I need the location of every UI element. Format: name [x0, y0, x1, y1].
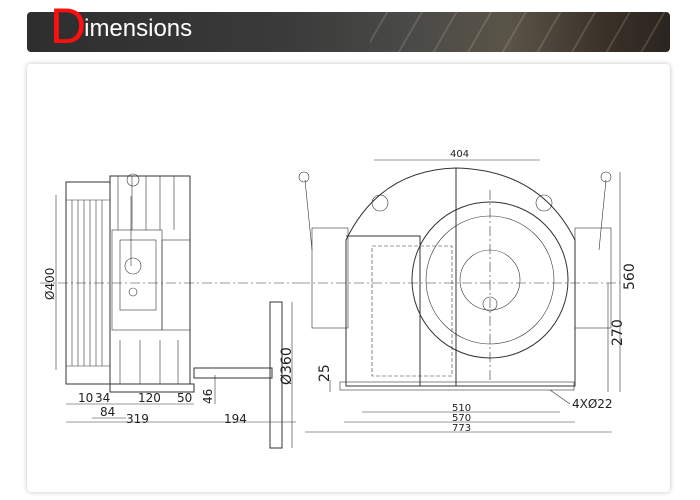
dim-84: 84: [100, 405, 115, 419]
dim-25: 25: [317, 364, 333, 382]
bolt-hole-label: 4XØ22: [572, 397, 613, 411]
dim-50: 50: [177, 391, 192, 405]
dim-773: 773: [452, 423, 471, 434]
dim-120: 120: [138, 391, 161, 405]
dim-194: 194: [224, 412, 247, 426]
dim-34: 34: [95, 391, 110, 405]
title-initial: D: [50, 0, 86, 54]
section-title: D imensions: [50, 0, 193, 54]
section-header: [27, 12, 670, 52]
dim-diameter-400: Ø400: [43, 268, 57, 300]
side-view: Ø400 Ø360 10 34 120 50 84 319 194 46: [40, 173, 300, 449]
dim-319: 319: [126, 412, 149, 426]
dim-diameter-360: Ø360: [279, 347, 295, 385]
dim-10: 10: [78, 391, 93, 405]
dim-510: 510: [452, 403, 471, 414]
title-rest: imensions: [84, 15, 193, 42]
header-background-image: [370, 12, 670, 52]
front-view: 404 560 270 25 510 570 773 4XØ22: [298, 149, 638, 434]
dim-560: 560: [622, 263, 638, 290]
drawing-panel: [27, 64, 670, 492]
dim-570: 570: [452, 413, 471, 424]
dim-46: 46: [201, 389, 215, 404]
dim-270: 270: [610, 319, 626, 346]
dim-404: 404: [450, 149, 469, 160]
